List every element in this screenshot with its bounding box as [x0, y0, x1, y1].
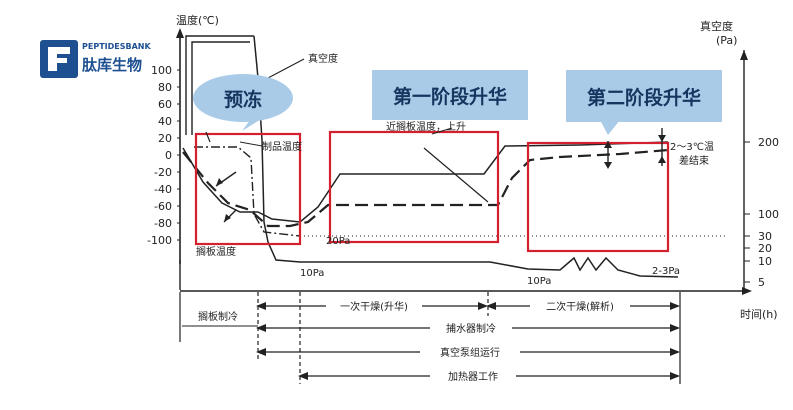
primary-drying-box [328, 130, 500, 244]
left-tick-label: 100 [151, 64, 172, 77]
callout-primary-drying: 第一阶段升华 [372, 70, 528, 120]
callout-secondary-drying-text: 第二阶段升华 [587, 86, 701, 109]
small-note-annotation: 近搁板温度，上升 [386, 120, 466, 133]
pa-10-second-label: 10Pa [527, 276, 551, 287]
right-tick-label: 20 [758, 242, 772, 255]
logo-name-en: PEPTIDESBANK [82, 42, 151, 51]
vacuum-curve [253, 35, 679, 278]
left-tick-label: 20 [158, 132, 172, 145]
right-tick-label: 30 [758, 230, 772, 243]
right-axis-label-line1: 真空度 [700, 19, 733, 33]
phase-secondary-label: 二次干燥(解析) [546, 300, 614, 313]
pa-2-3-label: 2-3Pa [652, 266, 680, 277]
callout-secondary-drying: 第二阶段升华 [566, 70, 722, 135]
right-tick-label: 10 [758, 255, 772, 268]
shelf-temperature-curve [182, 141, 669, 223]
secondary-drying-box [526, 141, 670, 253]
phase-shelf-cooling-label: 搁板制冷 [198, 310, 238, 323]
callout-primary-drying-text: 第一阶段升华 [393, 85, 507, 108]
left-tick-label: -60 [154, 200, 172, 213]
right-axis-label-line2: (Pa) [716, 34, 737, 47]
logo-name-cn: 肽库生物 [82, 56, 142, 74]
left-tick-label: 60 [158, 98, 172, 111]
right-axis-arrow-icon [740, 50, 748, 60]
left-tick-label: -40 [154, 183, 172, 196]
shelf-temp-annotation: 搁板温度 [196, 245, 236, 258]
left-tick-label: -100 [147, 234, 172, 247]
left-axis-arrow-icon [176, 28, 184, 38]
left-axis-label: 温度(℃) [176, 13, 219, 27]
company-logo: PEPTIDESBANK 肽库生物 [40, 40, 151, 78]
left-tick-label: 40 [158, 115, 172, 128]
left-tick-label: -80 [154, 217, 172, 230]
phase-vacuum-pump-label: 真空泵组运行 [440, 346, 500, 359]
left-tick-labels: 100 80 60 40 20 0 -20 -40 -60 -80 -100 [147, 64, 180, 247]
left-tick-label: 0 [165, 149, 172, 162]
temp-diff-arrow-up-icon [604, 141, 612, 148]
prefreeze-box [194, 132, 302, 246]
phase-heater-label: 加热器工作 [448, 370, 498, 383]
pa-20-label: 20Pa [326, 236, 350, 247]
temp-diff-label-line1: 2～3℃温 [670, 141, 714, 153]
phase-condenser-label: 捕水器制冷 [446, 322, 496, 335]
temp-diff-arrow-down-icon [604, 162, 612, 169]
right-tick-label: 100 [758, 208, 779, 221]
dash-dot-curve [194, 146, 301, 237]
right-tick-label: 5 [758, 276, 765, 289]
product-temperature-curve [182, 148, 669, 228]
vacuum-annotation: 真空度 [308, 52, 338, 65]
left-tick-label: 80 [158, 81, 172, 94]
product-temp-annotation: 制品温度 [262, 140, 302, 153]
left-tick-label: -20 [154, 166, 172, 179]
callout-prefreeze-text: 预冻 [224, 88, 262, 111]
right-tick-label: 200 [758, 136, 779, 149]
temp-diff-label-line2: 差结束 [679, 154, 709, 167]
phase-timeline: 一次干燥(升华) 二次干燥(解析) 搁板制冷 捕水器制冷 真空泵组运行 加热器工… [179, 292, 681, 384]
phase-primary-label: 一次干燥(升华) [340, 300, 408, 313]
callout-prefreeze: 预冻 [193, 74, 293, 131]
x-axis-label: 时间(h) [740, 308, 778, 321]
pa-10-first-label: 10Pa [300, 268, 324, 279]
